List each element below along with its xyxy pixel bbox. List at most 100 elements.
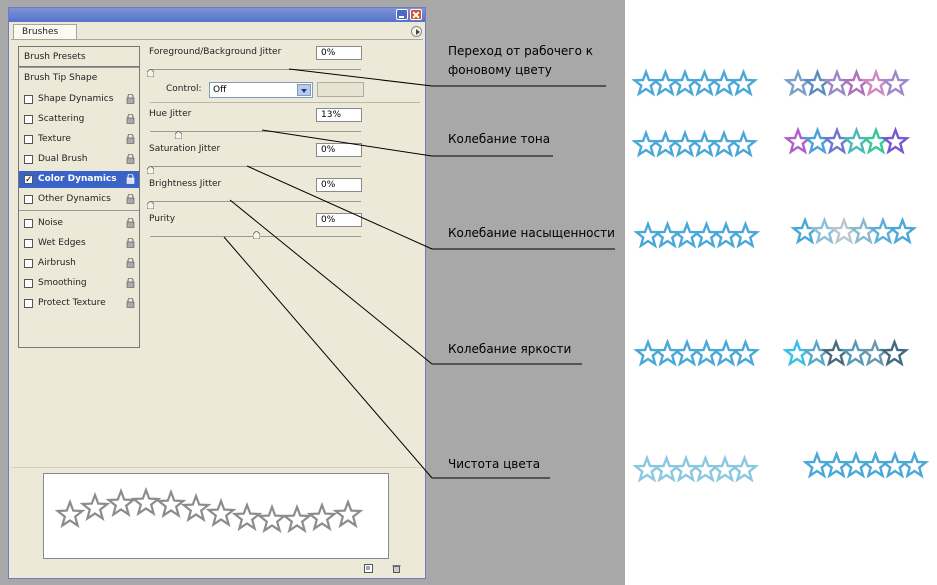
brush-presets-item[interactable]: Brush Presets (19, 47, 139, 67)
divider (11, 467, 423, 468)
brightness-jitter-field[interactable]: 0% (316, 178, 362, 192)
brush-option-item[interactable]: Dual Brush (19, 151, 139, 168)
lock-icon[interactable] (126, 94, 135, 104)
tab-brushes[interactable]: Brushes (13, 24, 78, 40)
connector-purity (223, 236, 433, 479)
purity-thumb[interactable] (253, 231, 260, 239)
minimize-icon[interactable] (396, 9, 408, 20)
brush-option-label: Noise (38, 218, 63, 228)
checkbox[interactable] (24, 155, 33, 164)
lock-icon[interactable] (126, 258, 135, 268)
control-select[interactable]: Off (209, 82, 313, 98)
checkbox[interactable] (24, 135, 33, 144)
fg-bg-jitter-thumb[interactable] (147, 69, 154, 77)
hue-jitter-field[interactable]: 13% (316, 108, 362, 122)
star-mark (205, 497, 237, 528)
lock-icon[interactable] (126, 174, 135, 184)
control-steps-field (317, 82, 364, 97)
checkbox[interactable] (24, 115, 33, 124)
star-mark (879, 338, 910, 367)
fg-bg-jitter-field[interactable]: 0% (316, 46, 362, 60)
brightness-jitter-label: Brightness Jitter (149, 179, 222, 189)
annotation-brightness: Колебание яркости (448, 342, 572, 356)
star-mark (728, 68, 759, 97)
annotation-saturation: Колебание насыщенности (448, 226, 615, 240)
star-mark (783, 68, 813, 97)
checkbox[interactable] (24, 219, 33, 228)
brush-options-list: Brush Presets Brush Tip Shape Shape Dyna… (18, 46, 140, 348)
new-preset-icon[interactable] (364, 564, 373, 573)
star-mark (256, 503, 288, 534)
lock-icon[interactable] (126, 114, 135, 124)
purity-field[interactable]: 0% (316, 213, 362, 227)
checkbox[interactable] (24, 259, 33, 268)
checkbox[interactable] (24, 239, 33, 248)
brightness-jitter-slider[interactable] (150, 201, 361, 202)
star-mark (730, 338, 761, 367)
star-mark (650, 68, 681, 97)
star-mark (841, 68, 872, 97)
brush-option-item[interactable]: Protect Texture (19, 295, 139, 312)
hue-jitter-thumb[interactable] (175, 131, 182, 139)
stroke-preview (43, 473, 389, 559)
checkbox[interactable] (24, 95, 33, 104)
brush-option-item[interactable]: Noise (19, 215, 139, 232)
star-mark (841, 450, 871, 479)
star-mark (822, 126, 852, 155)
brush-tip-shape-item[interactable]: Brush Tip Shape (24, 73, 98, 83)
saturation-jitter-slider[interactable] (150, 166, 361, 167)
brush-option-item[interactable]: Color Dynamics (19, 171, 139, 189)
connector-hue (261, 129, 433, 157)
lock-icon[interactable] (126, 134, 135, 144)
lock-icon[interactable] (126, 194, 135, 204)
brush-option-item[interactable]: Airbrush (19, 255, 139, 272)
trash-icon[interactable] (392, 564, 401, 573)
annotation-fg-bg: Переход от рабочего к фоновому цвету (448, 44, 594, 77)
star-mark (633, 220, 663, 249)
star-mark (710, 454, 740, 483)
lock-icon[interactable] (126, 154, 135, 164)
close-icon[interactable] (410, 9, 422, 20)
checkbox[interactable] (24, 299, 33, 308)
panel-titlebar[interactable] (9, 8, 425, 22)
star-mark (672, 338, 702, 367)
lock-icon[interactable] (126, 218, 135, 228)
star-mark (155, 488, 187, 519)
brush-option-item[interactable]: Other Dynamics (19, 191, 139, 208)
checkbox[interactable] (24, 195, 33, 204)
star-mark (880, 68, 911, 97)
brush-option-item[interactable]: Shape Dynamics (19, 91, 139, 108)
checkbox[interactable] (24, 279, 33, 288)
star-mark (672, 220, 702, 249)
star-mark (632, 454, 662, 483)
panel-footer (9, 559, 425, 578)
brush-option-item[interactable]: Scattering (19, 111, 139, 128)
brush-option-item[interactable]: Smoothing (19, 275, 139, 292)
star-mark (880, 126, 911, 155)
star-mark (650, 129, 681, 158)
star-mark (822, 68, 852, 97)
star-mark (332, 498, 364, 529)
brightness-jitter-thumb[interactable] (147, 201, 154, 209)
chevron-down-icon[interactable] (297, 84, 311, 96)
connector-saturation (246, 165, 433, 250)
panel-menu-icon[interactable] (411, 26, 422, 37)
star-mark (130, 486, 162, 517)
star-mark (783, 126, 813, 155)
lock-icon[interactable] (126, 278, 135, 288)
saturation-jitter-thumb[interactable] (147, 166, 154, 174)
lock-icon[interactable] (126, 298, 135, 308)
brush-option-item[interactable]: Wet Edges (19, 235, 139, 252)
lock-icon[interactable] (126, 238, 135, 248)
fg-bg-jitter-label: Foreground/Background Jitter (149, 47, 282, 57)
brush-option-item[interactable]: Texture (19, 131, 139, 148)
hue-jitter-slider[interactable] (150, 131, 361, 132)
star-mark (861, 126, 891, 155)
star-mark (821, 450, 852, 479)
fg-bg-jitter-slider[interactable] (150, 69, 361, 70)
checkbox[interactable] (24, 172, 33, 189)
star-mark (631, 129, 661, 158)
saturation-jitter-field[interactable]: 0% (316, 143, 362, 157)
star-mark (730, 220, 761, 249)
